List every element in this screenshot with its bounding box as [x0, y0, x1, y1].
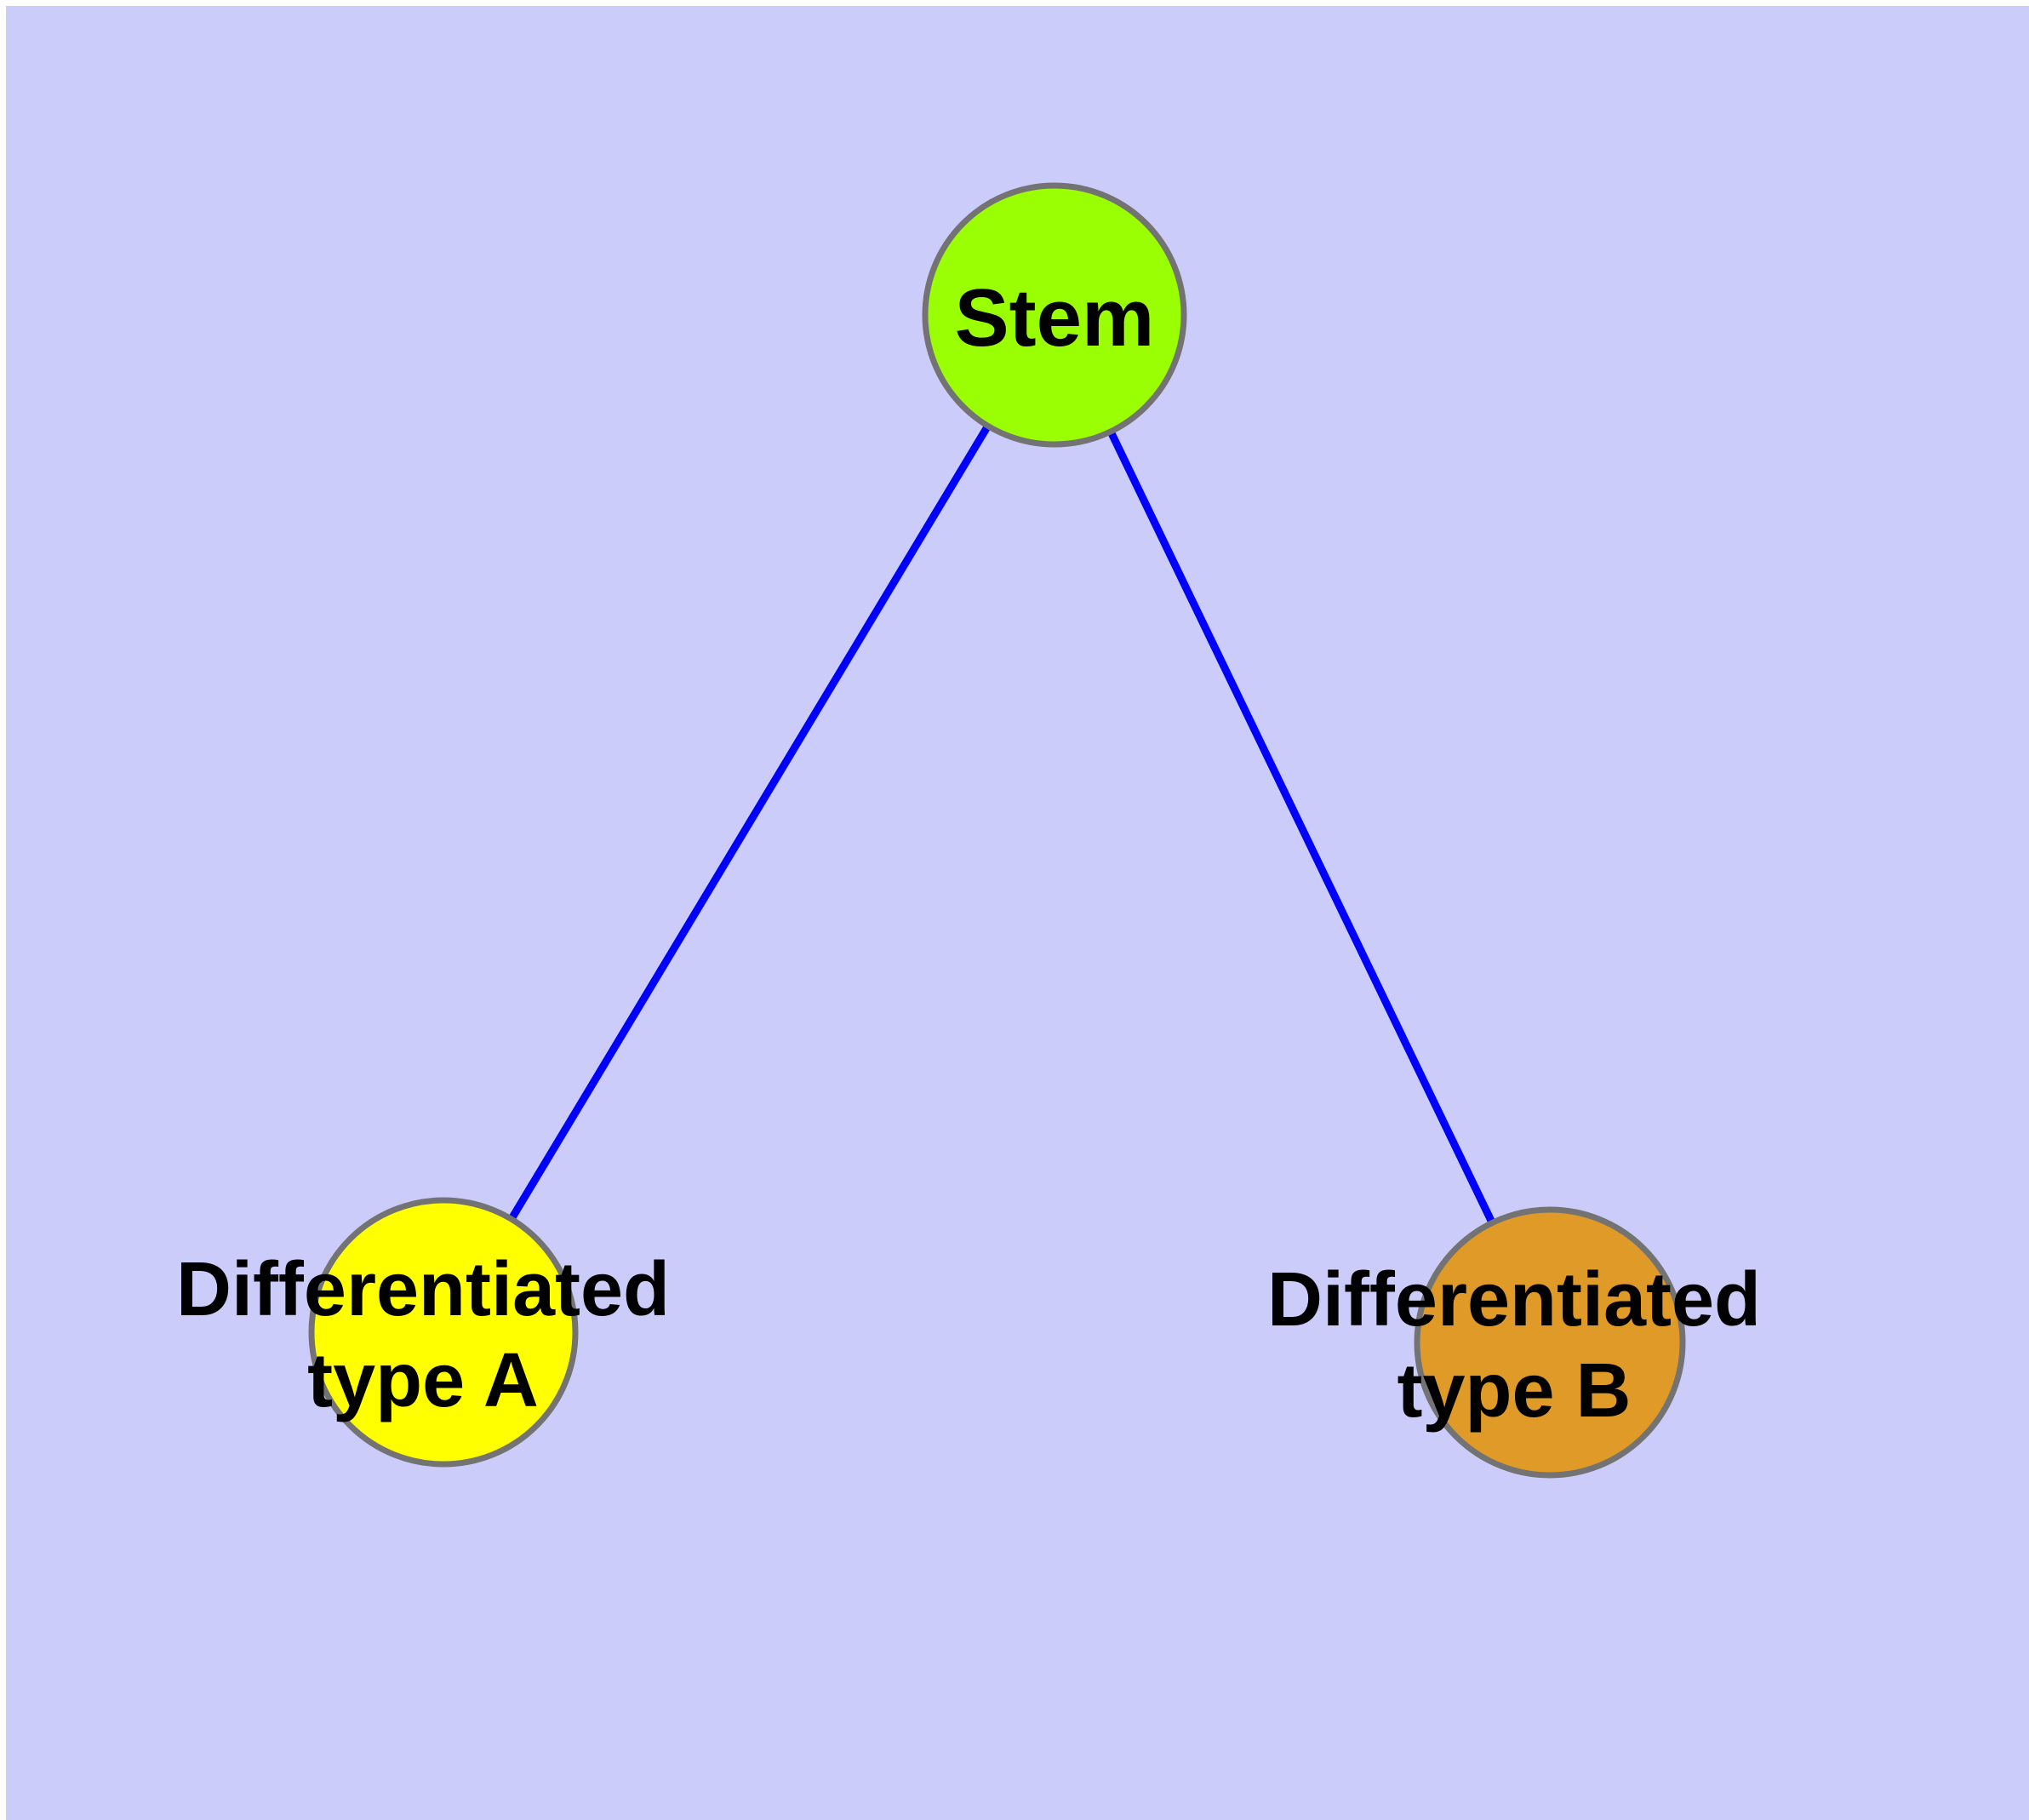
node-label-differentiated-type-a-line1: Differentiated — [176, 1247, 670, 1332]
edge-group — [440, 312, 1554, 1344]
node-label-stem: Stem — [955, 272, 1155, 363]
node-circle-differentiated-type-a[interactable] — [308, 1197, 579, 1468]
node-label-differentiated-type-a-line2: type A — [307, 1338, 539, 1423]
node-label-differentiated-type-b-line1: Differentiated — [1267, 1257, 1761, 1342]
graph-plot-area: Stem Differentiated type A Differentiate… — [6, 6, 2029, 1820]
graph-svg: Stem Differentiated type A Differentiate… — [176, 182, 1761, 1479]
edge-stem-to-differentiated-type-a[interactable] — [440, 312, 1058, 1335]
node-circle-differentiated-type-b[interactable] — [1414, 1206, 1686, 1479]
edge-stem-to-differentiated-type-b[interactable] — [1050, 313, 1554, 1344]
node-label-differentiated-type-b-line2: type B — [1397, 1348, 1631, 1434]
node-stem[interactable] — [922, 182, 1187, 448]
node-label-group: Stem Differentiated type A Differentiate… — [176, 272, 1761, 1434]
node-circle-stem[interactable] — [922, 182, 1187, 448]
node-differentiated-type-a[interactable] — [308, 1197, 579, 1468]
node-differentiated-type-b[interactable] — [1414, 1206, 1686, 1479]
